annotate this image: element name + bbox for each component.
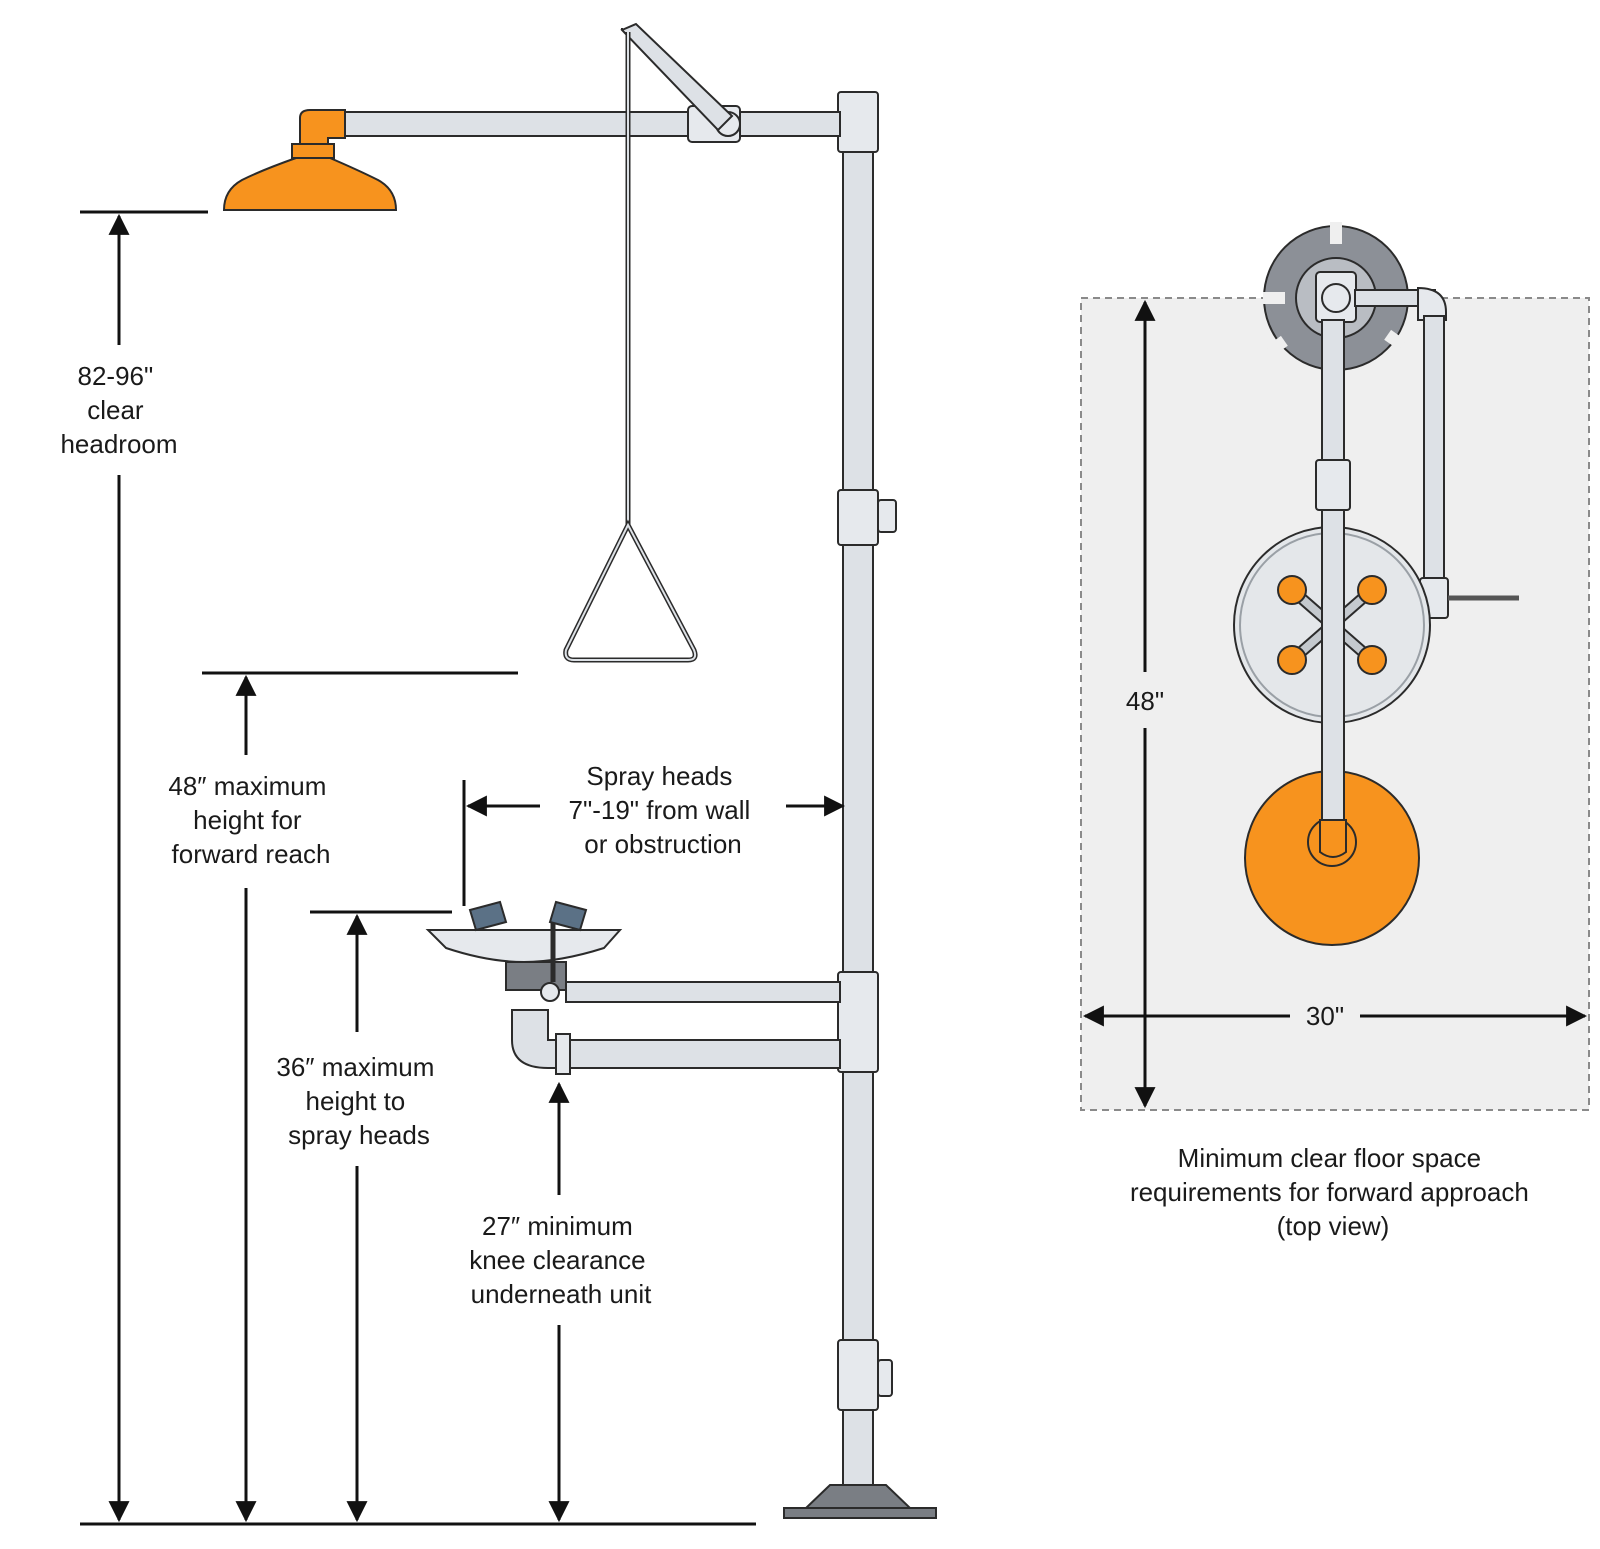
stand-pipe (842, 149, 874, 1486)
top-shower-arm (1321, 319, 1345, 841)
shower-arm-pipe (344, 111, 841, 137)
top-nozzle-3 (1277, 645, 1307, 675)
shower-elbow (299, 109, 346, 149)
top-nozzle-1 (1277, 575, 1307, 605)
top-view-caption: Minimum clear floor space requirements f… (1130, 1143, 1536, 1241)
floor-flange (803, 1484, 913, 1509)
mid-valve-cap (877, 499, 897, 533)
headroom-label: 82-96" clear headroom (60, 361, 177, 459)
mid-coupling (837, 489, 879, 546)
shower-head (222, 157, 398, 211)
top-nozzle-4 (1357, 645, 1387, 675)
top-riser-pipe (1423, 315, 1445, 589)
drain-coupling (555, 1033, 571, 1075)
drain-pipe (511, 1009, 841, 1069)
side-view: 82-96" clear headroom 48″ maximum height… (60, 22, 937, 1526)
pull-lever (620, 22, 734, 132)
top-width-label: 30" (1306, 1001, 1344, 1031)
floor-plate (783, 1507, 937, 1519)
left-spray-nozzle (468, 900, 508, 932)
top-nozzle-2 (1357, 575, 1387, 605)
low-coupling (837, 1339, 879, 1411)
eyewash-valve-ball (540, 982, 560, 1002)
pull-handle (563, 519, 698, 663)
forward-reach-label: 48″ maximum height for forward reach (168, 771, 333, 869)
eyewash-bowl (425, 929, 623, 964)
lower-tee (837, 971, 879, 1073)
spray-heads-wall-label: Spray heads 7"-19" from wall or obstruct… (569, 761, 758, 859)
top-shower-valve (1315, 459, 1351, 511)
spray-heads-height-label: 36″ maximum height to spray heads (276, 1052, 441, 1150)
top-view: 48" 30" Minimum clear floor space requir… (1080, 222, 1590, 1241)
top-tee (837, 91, 879, 153)
low-valve-cap (877, 1359, 893, 1397)
top-depth-label: 48" (1126, 686, 1164, 716)
shower-nut (291, 143, 335, 159)
right-spray-nozzle (548, 900, 588, 932)
eyewash-supply-pipe (565, 981, 841, 1003)
knee-clearance-label: 27″ minimum knee clearance underneath un… (469, 1211, 653, 1309)
